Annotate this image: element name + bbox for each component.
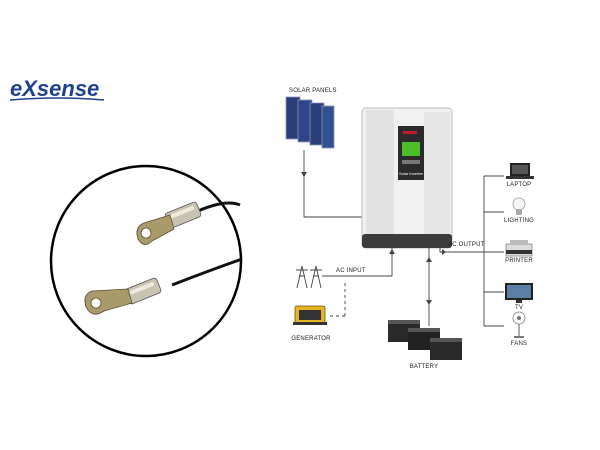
lower-cable <box>171 257 243 287</box>
solar-panels-label: SOLAR PANELS <box>289 88 337 94</box>
lower-ring-terminal-sensor <box>84 277 162 315</box>
fan-icon <box>512 311 526 338</box>
ac-output-line <box>439 244 484 253</box>
solar-panels-icon <box>285 96 335 149</box>
generator-icon <box>293 305 327 325</box>
solar-inverter-icon <box>361 107 453 249</box>
power-grid-towers-icon <box>296 265 322 289</box>
upper-ring-terminal-sensor <box>136 201 202 245</box>
light-bulb-icon <box>512 197 526 215</box>
load-label-laptop: LAPTOP <box>506 182 532 188</box>
exsense-logo: eXsense <box>9 76 105 101</box>
battery-label: BATTERY <box>409 364 439 370</box>
solar-arrow <box>301 172 307 177</box>
batteries-icon <box>388 320 462 360</box>
ac-input-arrow <box>389 249 395 254</box>
load-label-lighting: LIGHTING <box>504 218 534 224</box>
upper-cable <box>197 201 241 213</box>
ac-input-label: AC INPUT <box>336 268 366 274</box>
load-label-tv: TV <box>514 305 524 311</box>
ac-output-label: AC OUTPUT <box>448 242 485 248</box>
sensor-closeup <box>49 164 243 358</box>
solar-to-inverter-line <box>303 150 362 218</box>
tv-icon <box>505 283 533 303</box>
inverter-text: Solar Inverter <box>399 171 424 176</box>
laptop-icon <box>506 163 534 179</box>
printer-icon <box>505 240 533 257</box>
ac-output-arrow <box>442 249 446 255</box>
load-label-printer: PRINTER <box>505 258 533 264</box>
load-label-fans: FANS <box>510 341 528 347</box>
ac-input-line <box>322 248 393 277</box>
generator-label: GENERATOR <box>291 336 331 342</box>
logo-swoosh <box>9 97 105 101</box>
logo-text: eXsense <box>10 76 99 101</box>
